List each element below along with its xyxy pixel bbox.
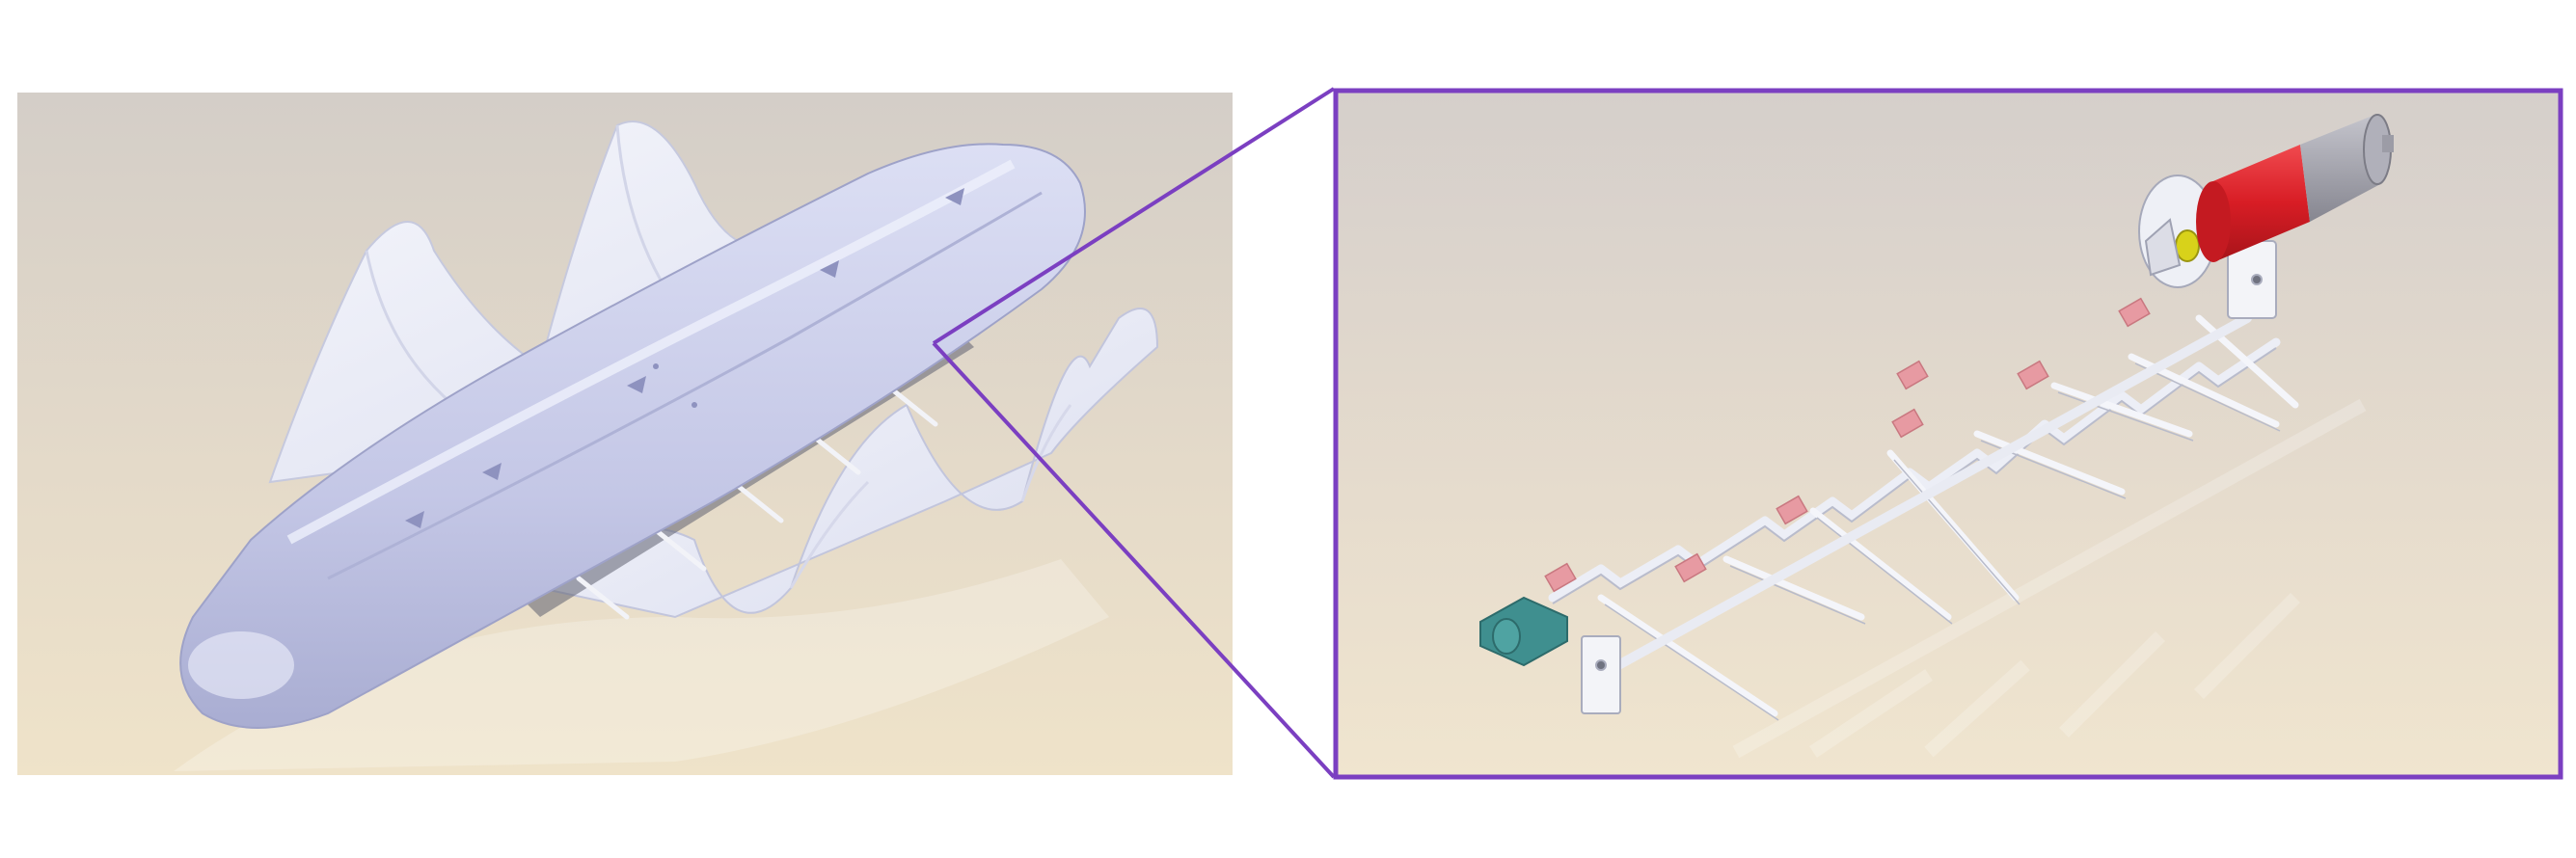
fin-ray-arm-edges bbox=[1604, 362, 2281, 721]
motor-assembly bbox=[2138, 114, 2394, 288]
motor-body-red bbox=[2209, 145, 2310, 260]
fin-ray-arms bbox=[1597, 314, 2299, 717]
crankshaft bbox=[1548, 337, 2281, 603]
support-spine bbox=[1596, 313, 2252, 680]
motor-end-grey bbox=[2300, 116, 2382, 222]
zoom-detail-frame bbox=[1333, 88, 2563, 780]
zoom-indicator-lines bbox=[932, 87, 1336, 779]
left-render-panel bbox=[17, 93, 1233, 775]
teal-end-connector bbox=[1479, 596, 1568, 667]
mechanism-reflection bbox=[1732, 398, 2367, 759]
floor-reflection bbox=[174, 559, 1109, 771]
right-render-background bbox=[1336, 91, 2561, 777]
right-render-panel bbox=[1336, 91, 2561, 777]
pink-joint-blocks bbox=[1544, 297, 2151, 593]
coupling-ring bbox=[2175, 229, 2200, 262]
